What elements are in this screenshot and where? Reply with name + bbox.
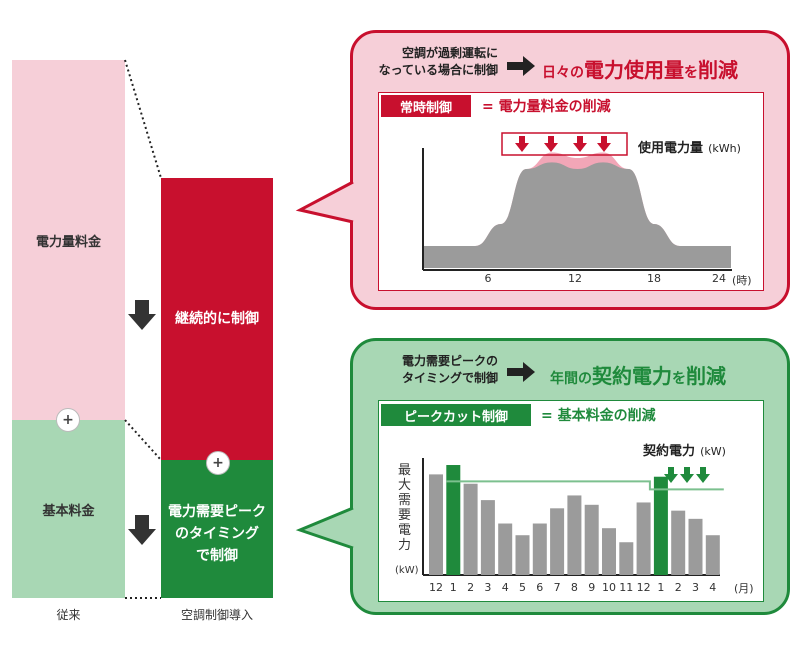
reduction-box bbox=[501, 132, 628, 156]
bar bbox=[532, 523, 547, 575]
x-tick-label: 9 bbox=[588, 581, 595, 594]
x-tick-label: 5 bbox=[519, 581, 526, 594]
x-tick-label: 2 bbox=[467, 581, 474, 594]
bar bbox=[480, 500, 495, 575]
conventional-basic-label: 基本料金 bbox=[42, 503, 95, 519]
bottom-result-prefix: 年間の bbox=[550, 371, 592, 387]
x-tick-12: 12 bbox=[568, 272, 582, 285]
top-result-text: 日々の電力使用量を削減 bbox=[542, 54, 738, 83]
arrow-down-icon bbox=[128, 300, 156, 330]
plus-icon: + bbox=[206, 451, 230, 475]
bar bbox=[653, 476, 668, 575]
bar bbox=[602, 528, 616, 575]
bottom-legend: 契約電力 (kW) bbox=[643, 440, 726, 459]
bar bbox=[463, 483, 478, 575]
bar bbox=[671, 510, 686, 575]
bottom-equation: = 基本料金の削減 bbox=[541, 408, 656, 424]
reduction-arrow-icon bbox=[597, 136, 611, 152]
y-axis-label: 最大需要電力 bbox=[398, 463, 412, 553]
controlled-energy-label: 継続的に制御 bbox=[175, 311, 259, 327]
bottom-result-em1: 契約電力 bbox=[592, 364, 672, 388]
x-tick-label: 1 bbox=[657, 581, 664, 594]
x-tick-label: 3 bbox=[692, 581, 699, 594]
x-tick-24: 24 bbox=[712, 272, 726, 285]
x-tick-label: 4 bbox=[709, 581, 716, 594]
left-connectors bbox=[124, 59, 162, 599]
x-tick-label: 8 bbox=[571, 581, 578, 594]
top-legend-label: 使用電力量 bbox=[638, 141, 704, 156]
x-tick-label: 7 bbox=[554, 581, 561, 594]
plus-icon: + bbox=[56, 408, 80, 432]
controlled-energy-block: 継続的に制御 bbox=[161, 178, 273, 460]
top-equation: = 電力量料金の削減 bbox=[482, 99, 611, 115]
contract-arrow-icon bbox=[680, 467, 694, 483]
arrow-right-icon bbox=[507, 362, 535, 382]
bottom-legend-unit: (kW) bbox=[700, 445, 726, 458]
x-unit: (月) bbox=[734, 582, 754, 595]
x-tick-label: 1 bbox=[450, 581, 457, 594]
x-tick-label: 3 bbox=[484, 581, 491, 594]
x-tick-label: 12 bbox=[637, 581, 651, 594]
x-tick-label: 11 bbox=[619, 581, 633, 594]
bar bbox=[515, 535, 530, 575]
conventional-energy-label: 電力量料金 bbox=[35, 234, 101, 250]
bottom-result-mid: を bbox=[672, 371, 686, 387]
contract-arrow-icon bbox=[664, 467, 678, 483]
conventional-caption: 従来 bbox=[56, 608, 81, 622]
reduction-arrow-icon bbox=[573, 136, 587, 152]
controlled-basic-label: 電力需要ピーク のタイミング で制御 bbox=[168, 504, 266, 564]
bar bbox=[567, 495, 582, 575]
top-legend-unit: (kWh) bbox=[708, 142, 741, 155]
x-tick-label: 10 bbox=[602, 581, 616, 594]
reduction-arrow-icon bbox=[544, 136, 558, 152]
controlled-basic-block: 電力需要ピーク のタイミング で制御 bbox=[161, 460, 273, 598]
bar bbox=[429, 474, 443, 575]
series-building-area bbox=[424, 162, 731, 268]
top-cause-text: 空調が過剰運転に なっている場合に制御 bbox=[378, 46, 498, 77]
bottom-panel-pointer bbox=[295, 506, 354, 550]
x-unit: (時) bbox=[732, 274, 752, 287]
bottom-cause-text: 電力需要ピークの タイミングで制御 bbox=[401, 354, 498, 385]
bottom-result-em2: 削減 bbox=[686, 364, 726, 388]
x-tick-18: 18 bbox=[647, 272, 661, 285]
top-result-em1: 電力使用量 bbox=[584, 58, 684, 82]
y-axis-unit: (kW) bbox=[395, 565, 419, 576]
top-legend: 使用電力量 (kWh) bbox=[638, 137, 741, 156]
conventional-basic-block: 基本料金 bbox=[12, 420, 125, 598]
arrow-down-icon bbox=[128, 515, 156, 545]
reduction-arrow-icon bbox=[515, 136, 529, 152]
arrow-right-icon bbox=[507, 56, 535, 76]
contract-power-line bbox=[446, 480, 724, 491]
x-tick-label: 2 bbox=[675, 581, 682, 594]
bar bbox=[446, 465, 461, 575]
bar bbox=[688, 518, 703, 575]
bar bbox=[619, 542, 634, 575]
top-panel-pointer bbox=[295, 180, 354, 224]
x-tick-6: 6 bbox=[484, 272, 492, 285]
top-result-prefix: 日々の bbox=[542, 65, 584, 81]
top-result-em2: 削減 bbox=[698, 58, 738, 82]
contract-arrow-icon bbox=[696, 467, 710, 483]
bottom-legend-label: 契約電力 bbox=[643, 444, 696, 459]
x-tick-label: 6 bbox=[536, 581, 543, 594]
controlled-caption: 空調制御導入 bbox=[180, 608, 253, 622]
conventional-energy-block: 電力量料金 bbox=[12, 60, 125, 420]
bar bbox=[498, 523, 513, 575]
bottom-tag: ピークカット制御 bbox=[381, 404, 531, 426]
bottom-result-text: 年間の契約電力を削減 bbox=[550, 360, 726, 389]
bar bbox=[584, 504, 599, 575]
x-tick-label: 4 bbox=[502, 581, 509, 594]
bar bbox=[705, 535, 720, 575]
bar bbox=[636, 502, 651, 575]
x-tick-label: 12 bbox=[429, 581, 443, 594]
bar bbox=[550, 508, 565, 575]
top-result-mid: を bbox=[684, 65, 698, 81]
top-tag: 常時制御 bbox=[381, 95, 471, 117]
